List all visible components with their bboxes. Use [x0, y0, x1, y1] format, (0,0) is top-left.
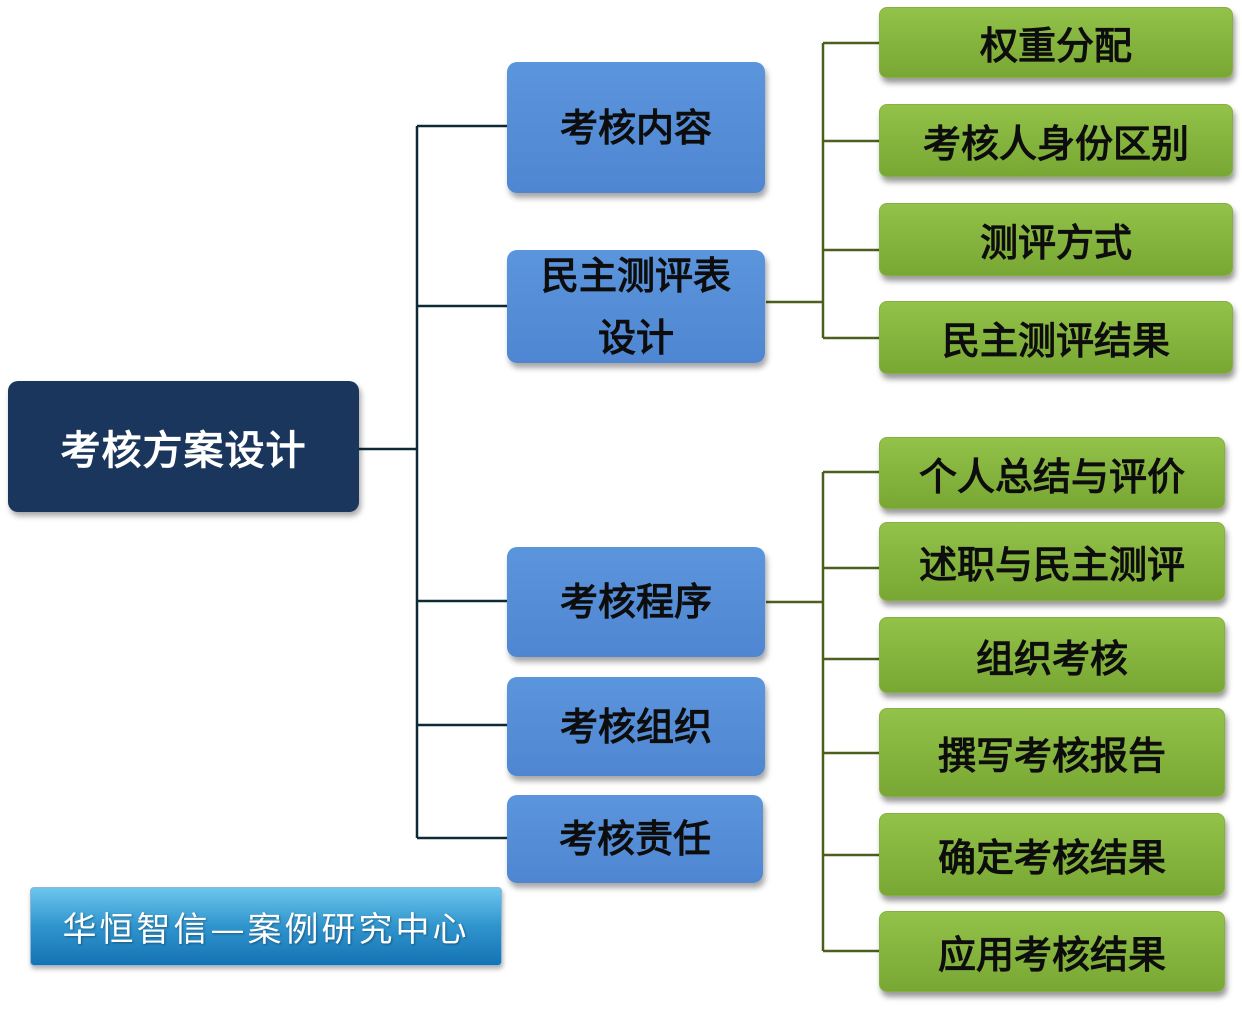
leaf-label: 撰写考核报告 — [937, 734, 1166, 778]
category-node-survey-form: 民主测评表设计 — [507, 250, 765, 363]
leaf-label: 述职与民主测评 — [918, 543, 1185, 587]
leaf-assessor-identity: 考核人身份区别 — [879, 104, 1233, 177]
brand-banner: 华恒智信—案例研究中心 — [30, 887, 502, 966]
leaf-apply-result: 应用考核结果 — [879, 911, 1225, 992]
category-node-procedure: 考核程序 — [507, 547, 765, 657]
leaf-write-report: 撰写考核报告 — [879, 708, 1225, 797]
leaf-label: 测评方式 — [979, 221, 1132, 265]
leaf-label: 民主测评结果 — [941, 319, 1170, 363]
root-node: 考核方案设计 — [8, 381, 359, 512]
leaf-label: 确定考核结果 — [937, 836, 1166, 880]
leaf-survey-result: 民主测评结果 — [879, 301, 1233, 374]
category-node-content: 考核内容 — [507, 62, 765, 193]
root-label: 考核方案设计 — [60, 427, 307, 474]
category-label: 考核内容 — [559, 105, 712, 150]
category-node-responsibility: 考核责任 — [507, 795, 763, 883]
leaf-label: 组织考核 — [975, 636, 1128, 681]
leaf-label: 权重分配 — [979, 24, 1132, 68]
leaf-evaluation-method: 测评方式 — [879, 203, 1233, 276]
category-label: 考核程序 — [559, 580, 712, 624]
category-node-organization: 考核组织 — [507, 677, 765, 776]
leaf-confirm-result: 确定考核结果 — [879, 813, 1225, 896]
brand-text: 华恒智信—案例研究中心 — [62, 910, 470, 950]
leaf-label: 个人总结与评价 — [918, 454, 1185, 499]
leaf-label: 考核人身份区别 — [922, 122, 1189, 166]
leaf-self-summary: 个人总结与评价 — [879, 437, 1225, 509]
category-label: 考核组织 — [559, 704, 712, 749]
leaf-label: 应用考核结果 — [937, 933, 1166, 977]
leaf-org-assessment: 组织考核 — [879, 617, 1225, 693]
category-label: 民主测评表设计 — [540, 253, 731, 360]
leaf-weight-allocation: 权重分配 — [879, 7, 1233, 78]
leaf-report-and-survey: 述职与民主测评 — [879, 522, 1225, 601]
category-label: 考核责任 — [558, 817, 711, 861]
